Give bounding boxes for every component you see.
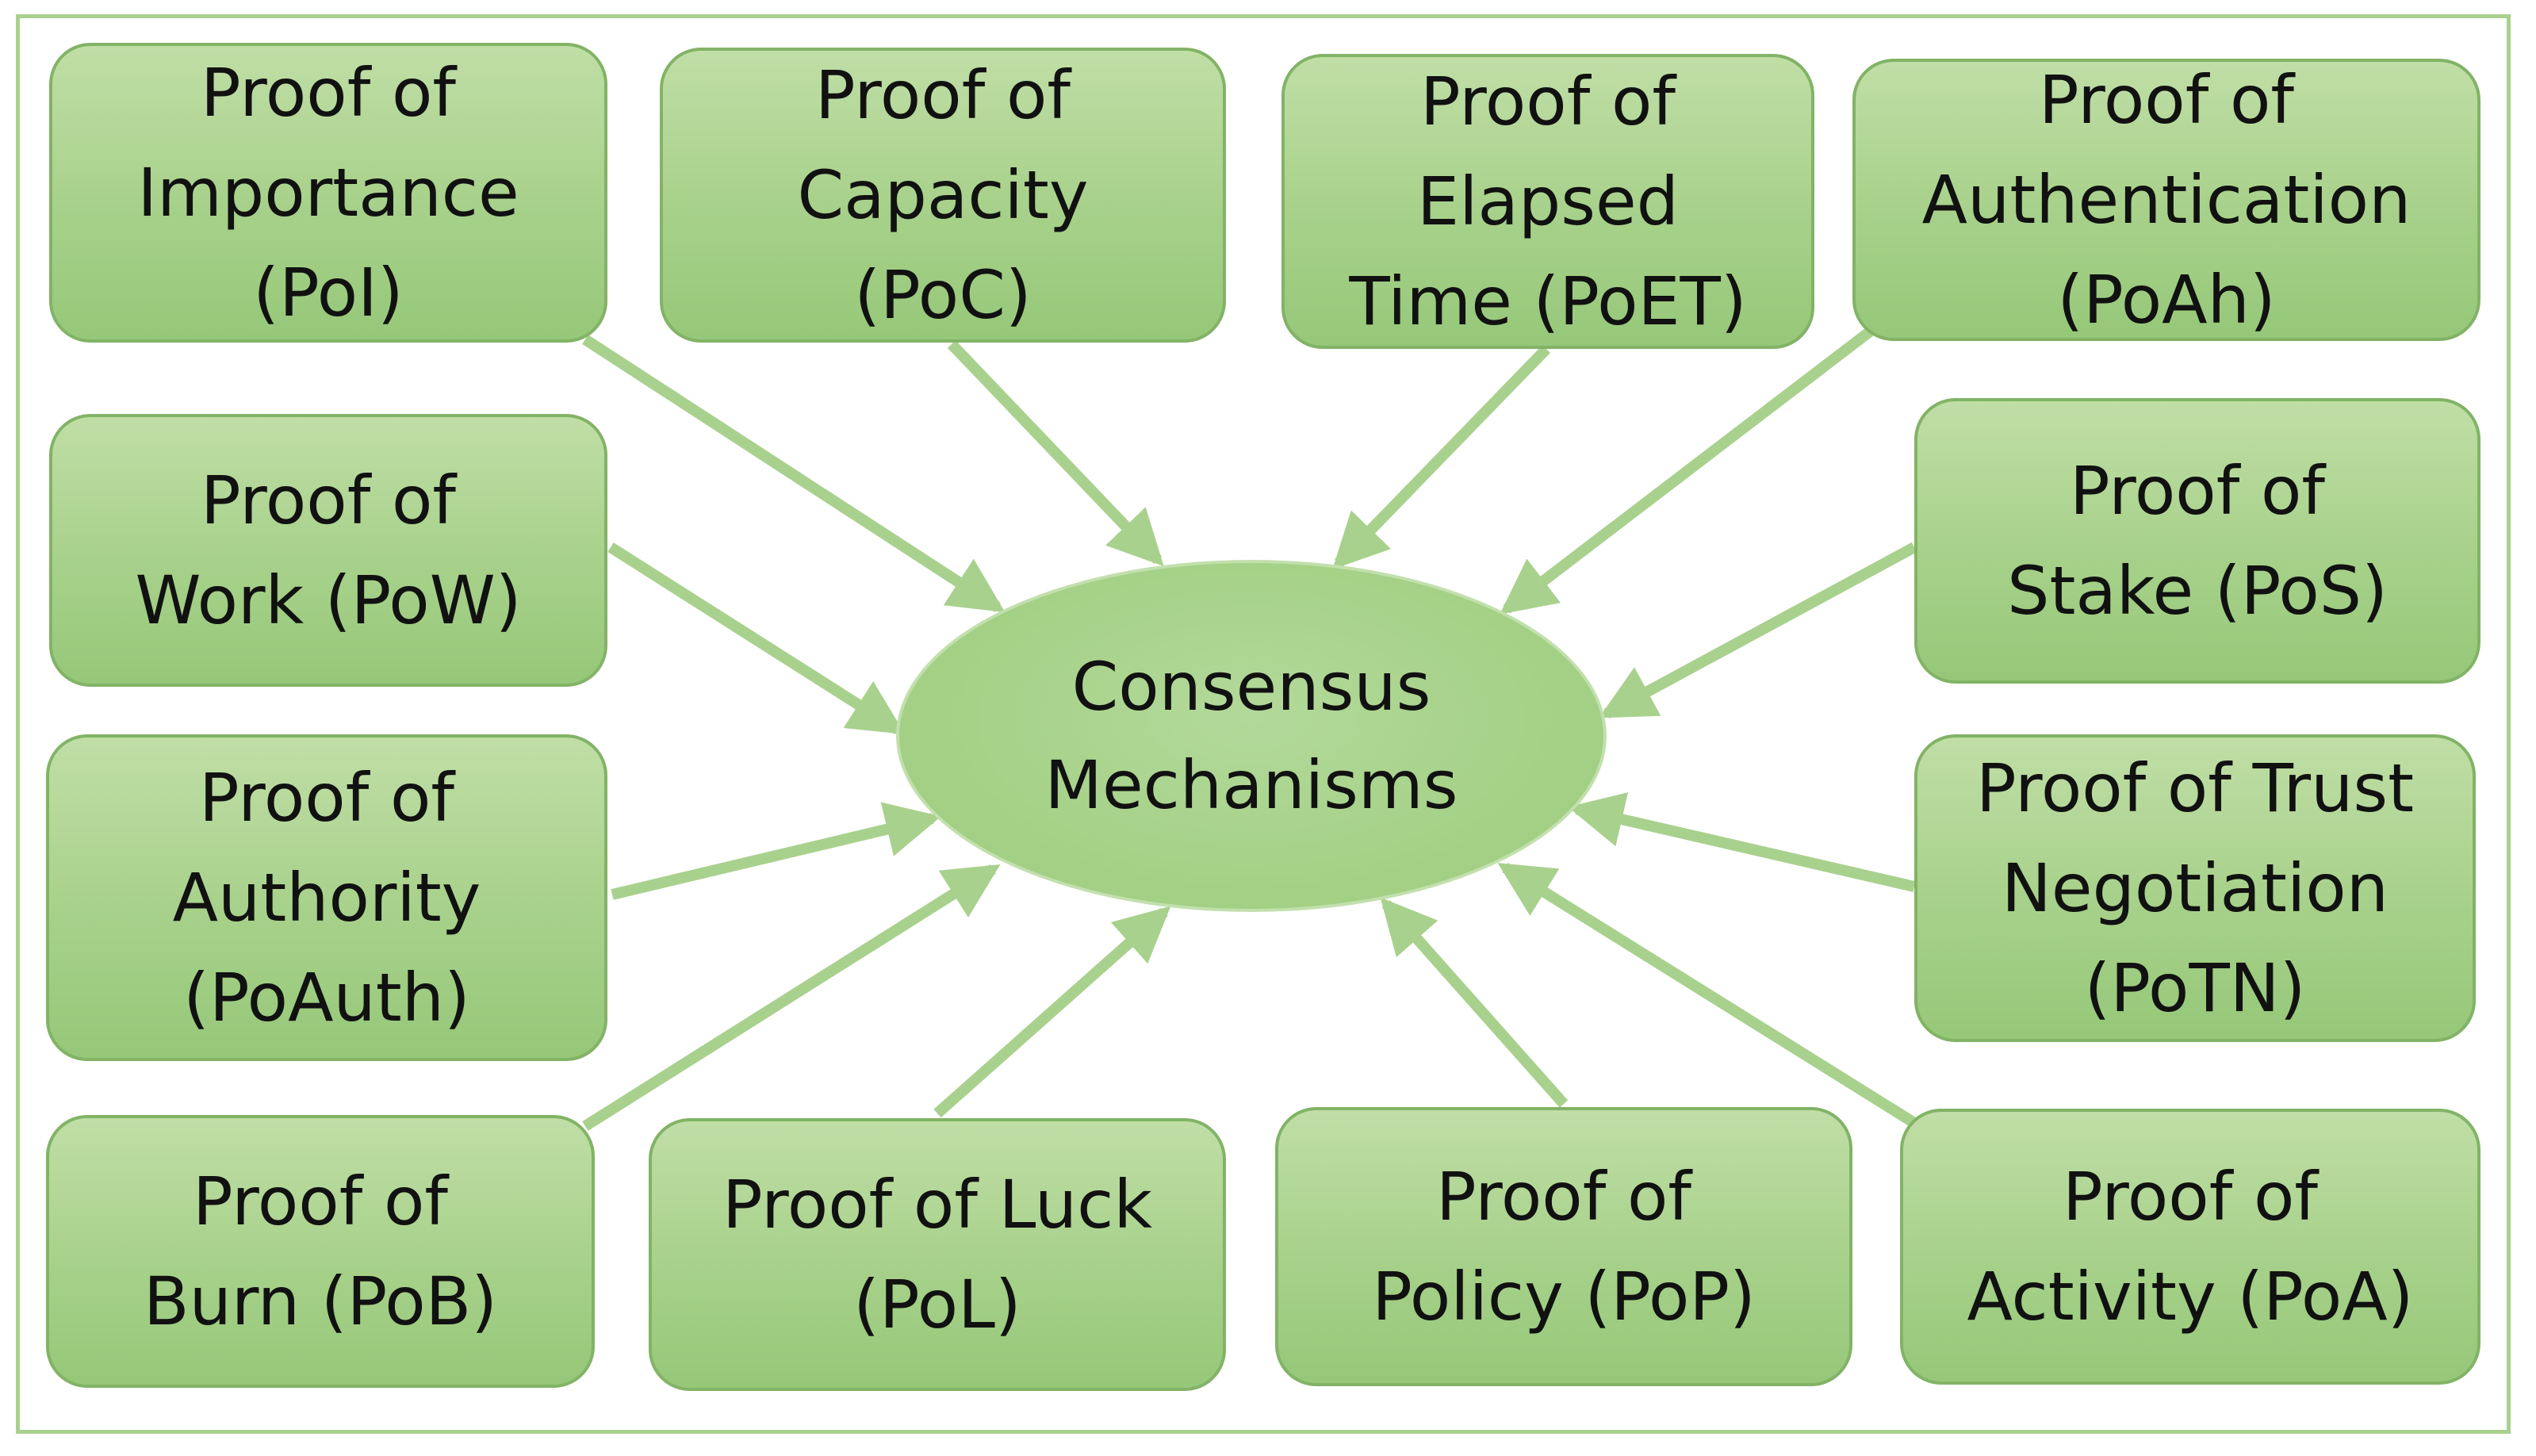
node-proof-of-stake: Proof of Stake (PoS) [1914,398,2480,684]
arrow-pol [933,906,1171,1118]
hub-label: Consensus Mechanisms [1044,648,1458,824]
node-proof-of-trust-negotiation: Proof of Trust Negotiation (PoTN) [1914,734,2476,1042]
node-proof-of-authentication: Proof of Authentication (PoAh) [1852,59,2480,341]
node-proof-of-burn: Proof of Burn (PoB) [46,1115,595,1388]
node-label: Proof of Elapsed Time (PoET) [1349,63,1747,340]
node-label: Proof of Policy (PoP) [1372,1158,1756,1335]
node-proof-of-policy: Proof of Policy (PoP) [1275,1107,1852,1386]
arrow-poc [947,340,1164,567]
node-label: Proof of Importance (PoI) [137,54,519,331]
node-proof-of-activity: Proof of Activity (PoA) [1900,1109,2480,1385]
hub-consensus-mechanisms: Consensus Mechanisms [896,560,1607,912]
node-proof-of-work: Proof of Work (PoW) [49,414,607,687]
node-proof-of-luck: Proof of Luck (PoL) [649,1118,1226,1391]
node-proof-of-authority: Proof of Authority (PoAuth) [46,734,607,1061]
node-proof-of-capacity: Proof of Capacity (PoC) [660,48,1226,343]
node-label: Proof of Authority (PoAuth) [172,759,481,1036]
node-label: Proof of Stake (PoS) [2007,452,2388,630]
node-label: Proof of Work (PoW) [135,462,522,639]
node-label: Proof of Luck (PoL) [722,1166,1152,1343]
arrow-pow [607,542,906,735]
arrow-pop [1380,897,1569,1108]
arrow-poah [1500,327,1874,615]
node-proof-of-importance: Proof of Importance (PoI) [49,43,607,343]
arrow-potn [1568,792,1916,892]
arrow-poet [1332,345,1551,570]
arrow-poauth [611,802,941,900]
node-label: Proof of Trust Negotiation (PoTN) [1975,749,2415,1027]
node-label: Proof of Authentication (PoAh) [1921,61,2411,339]
diagram-frame [16,14,2511,1434]
node-label: Proof of Activity (PoA) [1967,1158,2414,1335]
arrow-pob [582,864,1001,1131]
node-label: Proof of Capacity (PoC) [797,56,1089,334]
node-label: Proof of Burn (PoB) [143,1163,498,1340]
arrow-pos [1599,542,1917,719]
arrow-poi [582,335,1006,613]
arrow-poa [1497,863,1917,1128]
node-proof-of-elapsed-time: Proof of Elapsed Time (PoET) [1281,54,1814,349]
